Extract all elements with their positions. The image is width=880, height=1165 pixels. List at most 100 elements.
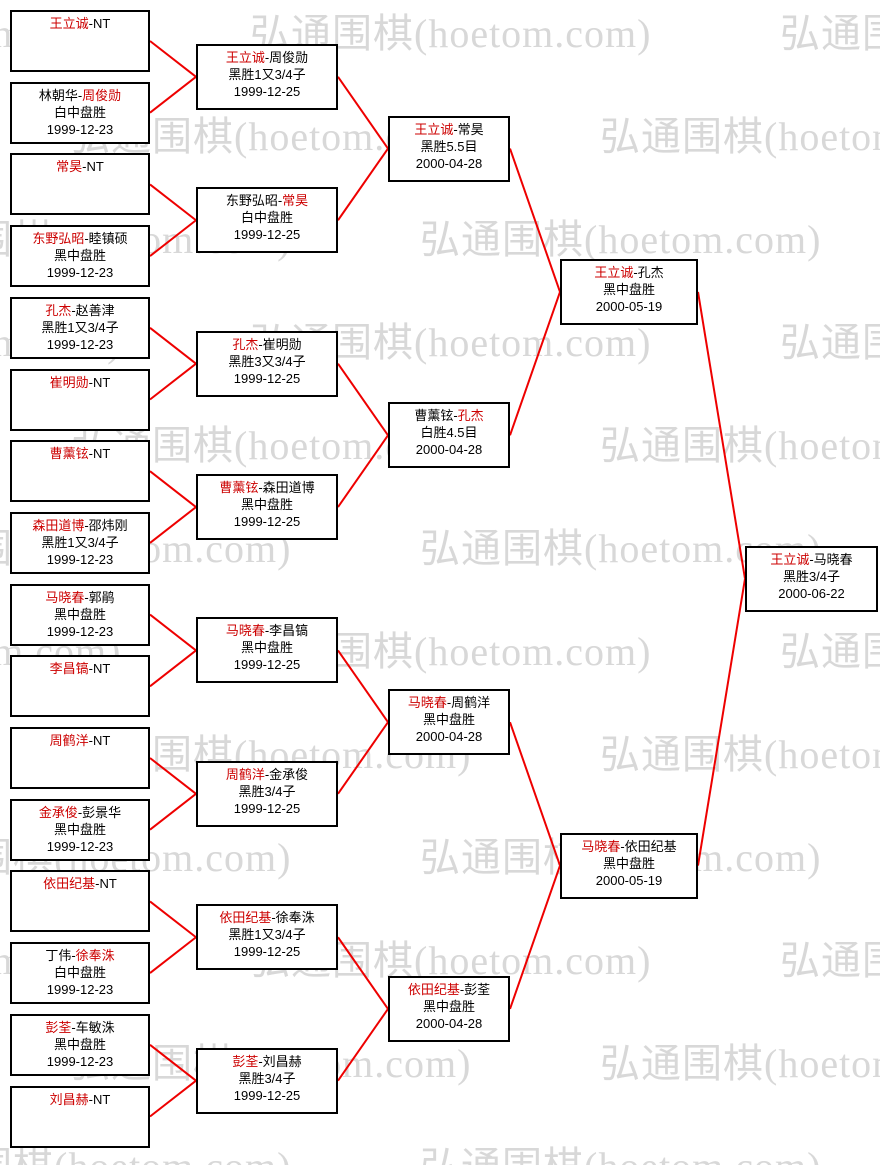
connector-line	[149, 40, 197, 78]
bye-label: NT	[93, 16, 111, 31]
match-box: 王立诚-NT	[10, 10, 150, 72]
player-name: 王立诚	[770, 551, 810, 567]
match-result: 黑中盘胜	[602, 281, 655, 297]
player-name: 王立诚	[414, 121, 454, 137]
match-players: 李昌镐-NT	[49, 661, 111, 677]
player-name: 马晓春	[813, 551, 853, 567]
site-watermark: 弘通围棋(hoetom.com)	[780, 629, 880, 674]
match-players: 王立诚-孔杰	[594, 264, 664, 280]
match-result: 黑胜3又3/4子	[228, 353, 306, 369]
match-players: 东野弘昭-睦镇硕	[32, 231, 128, 247]
match-players: 周鹤洋-金承俊	[225, 766, 309, 782]
match-box: 常昊-NT	[10, 153, 150, 216]
player-name: 彭荃	[464, 981, 491, 997]
match-players: 马晓春-郭鹃	[45, 589, 115, 605]
connector-line	[149, 900, 197, 939]
match-players: 丁伟-徐奉洙	[45, 948, 115, 964]
match-date: 1999-12-23	[46, 336, 114, 352]
player-name: 刘昌赫	[49, 1091, 89, 1107]
match-date: 1999-12-23	[46, 265, 114, 281]
match-players: 彭荃-车敏洙	[45, 1019, 115, 1035]
player-name: 周俊勋	[269, 49, 309, 65]
connector-line	[149, 613, 197, 652]
player-name: 孔杰	[457, 408, 484, 424]
player-name: 东野弘昭	[225, 193, 278, 209]
match-box: 曹薰铉-NT	[10, 440, 150, 503]
match-result: 黑胜3/4子	[782, 568, 841, 584]
player-name: 周俊勋	[82, 87, 122, 103]
player-name: 马晓春	[225, 623, 265, 639]
player-name: 依田纪基	[219, 910, 272, 926]
match-players: 崔明勋-NT	[49, 374, 111, 390]
match-date: 2000-05-19	[595, 872, 663, 888]
match-result: 白中盘胜	[240, 210, 293, 226]
match-result: 黑中盘胜	[240, 640, 293, 656]
match-players: 金承俊-彭景华	[38, 804, 122, 820]
match-date: 2000-04-28	[415, 729, 483, 745]
connector-line	[149, 362, 197, 401]
player-name: 依田纪基	[407, 981, 460, 997]
player-name: 丁伟	[45, 948, 72, 964]
match-players: 马晓春-依田纪基	[581, 838, 677, 854]
player-name: 周鹤洋	[49, 733, 89, 748]
player-name: 林朝华	[38, 87, 78, 103]
match-result: 黑中盘胜	[53, 606, 106, 622]
match-result: 黑胜1又3/4子	[228, 927, 306, 943]
connector-line	[337, 1008, 389, 1082]
site-watermark: 弘通围棋(hoetom.com)	[0, 1145, 292, 1165]
bye-label: NT	[93, 446, 111, 462]
player-name: 曹薰铉	[49, 446, 89, 462]
match-result: 白中盘胜	[53, 104, 106, 120]
match-result: 黑中盘胜	[53, 821, 106, 837]
player-name: 徐奉洙	[275, 910, 315, 926]
match-result: 黑胜3/4子	[238, 1070, 296, 1086]
match-result: 白胜4.5目	[420, 425, 478, 441]
player-name: 常昊	[282, 193, 309, 209]
match-box: 崔明勋-NT	[10, 368, 150, 431]
player-name: 马晓春	[45, 589, 85, 605]
match-date: 1999-12-25	[233, 227, 301, 243]
match-players: 森田道博-邵炜刚	[32, 517, 128, 533]
site-watermark: 弘通围棋(hoetom.com)	[780, 938, 880, 983]
bye-label: NT	[86, 159, 104, 175]
match-players: 林朝华-周俊勋	[38, 87, 122, 103]
player-name: 曹薰铉	[414, 408, 454, 424]
match-result: 白中盘胜	[53, 965, 106, 981]
connector-line	[337, 649, 389, 723]
match-date: 2000-04-28	[415, 155, 483, 171]
connector-line	[149, 470, 197, 508]
player-name: 彭荃	[232, 1053, 259, 1069]
match-date: 2000-05-19	[595, 298, 663, 314]
match-players: 曹薰铉-孔杰	[414, 408, 484, 424]
match-players: 王立诚-马晓春	[770, 551, 853, 567]
match-players: 周鹤洋-NT	[49, 733, 111, 748]
connector-line	[337, 721, 389, 795]
player-name: 马晓春	[581, 838, 621, 854]
player-name: 李昌镐	[49, 661, 89, 677]
connector-line	[149, 793, 197, 831]
player-name: 郭鹃	[88, 589, 115, 605]
connector-line	[149, 757, 197, 795]
site-watermark: 弘通围棋(hoetom.com)	[600, 732, 880, 777]
player-name: 徐奉洙	[75, 948, 115, 964]
connector-line	[149, 506, 197, 544]
player-name: 李昌镐	[269, 623, 309, 639]
connector-line	[149, 183, 197, 222]
match-box: 刘昌赫-NT	[10, 1085, 150, 1148]
player-name: 邵炜刚	[88, 517, 128, 533]
player-name: 王立诚	[49, 16, 89, 31]
match-result: 黑中盘胜	[53, 248, 106, 264]
bye-label: NT	[93, 1091, 111, 1107]
connector-line	[509, 721, 561, 866]
